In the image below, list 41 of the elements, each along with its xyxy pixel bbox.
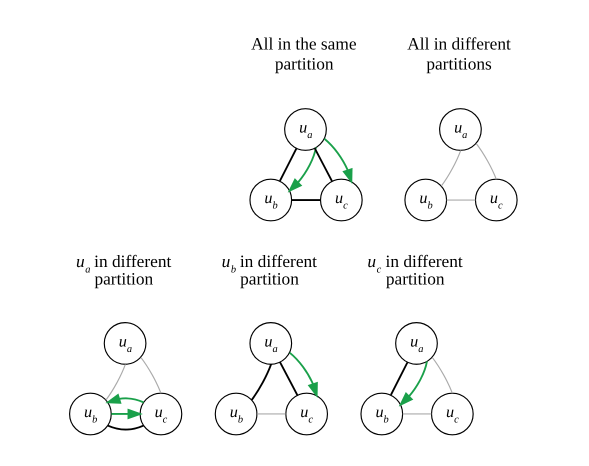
node-circle: u$_{b}$: [69, 392, 112, 436]
node-circle: u$_{b}$: [360, 392, 404, 436]
node-circle: u$_{c}$: [430, 392, 474, 436]
connector: [140, 357, 162, 394]
arrow: [111, 408, 143, 420]
node-circle: u$_{b}$: [404, 178, 448, 222]
node-circle: u$_{b}$: [249, 178, 292, 222]
label: u$_{b}$ in different partition: [222, 252, 318, 288]
connector: [402, 413, 432, 415]
connector: [432, 357, 453, 394]
node-circle: u$_{c}$: [140, 392, 182, 436]
arrow: [288, 147, 317, 193]
node-circle: u$_{a}$: [284, 108, 327, 151]
connector: [108, 424, 144, 430]
arrow: [324, 138, 353, 184]
connector: [476, 143, 497, 180]
node-circle: u$_{c}$: [320, 178, 363, 222]
connector: [105, 364, 126, 400]
connector: [292, 199, 320, 201]
label: u$_{a}$ in different partition: [76, 252, 172, 288]
connector: [279, 362, 298, 396]
node-circle: u$_{a}$: [104, 322, 146, 365]
connector: [257, 413, 286, 415]
node-circle: u$_{a}$: [439, 108, 482, 151]
connector: [390, 362, 408, 396]
node-circle: u$_{a}$: [395, 322, 438, 365]
label: All in different partitions: [407, 34, 511, 74]
connector: [250, 364, 272, 401]
node-circle: u$_{b}$: [214, 392, 258, 436]
label: All in the same partition: [251, 34, 357, 74]
connector: [440, 150, 462, 186]
node-circle: u$_{a}$: [249, 322, 292, 365]
arrow: [398, 361, 428, 407]
node-circle: u$_{c}$: [285, 392, 328, 436]
node-circle: u$_{c}$: [474, 178, 518, 222]
connector: [279, 148, 298, 182]
arrow: [105, 394, 144, 404]
connector: [314, 148, 333, 182]
label: u$_{c}$ in different partition: [367, 252, 463, 288]
arrow: [289, 352, 318, 398]
connector: [446, 199, 476, 201]
